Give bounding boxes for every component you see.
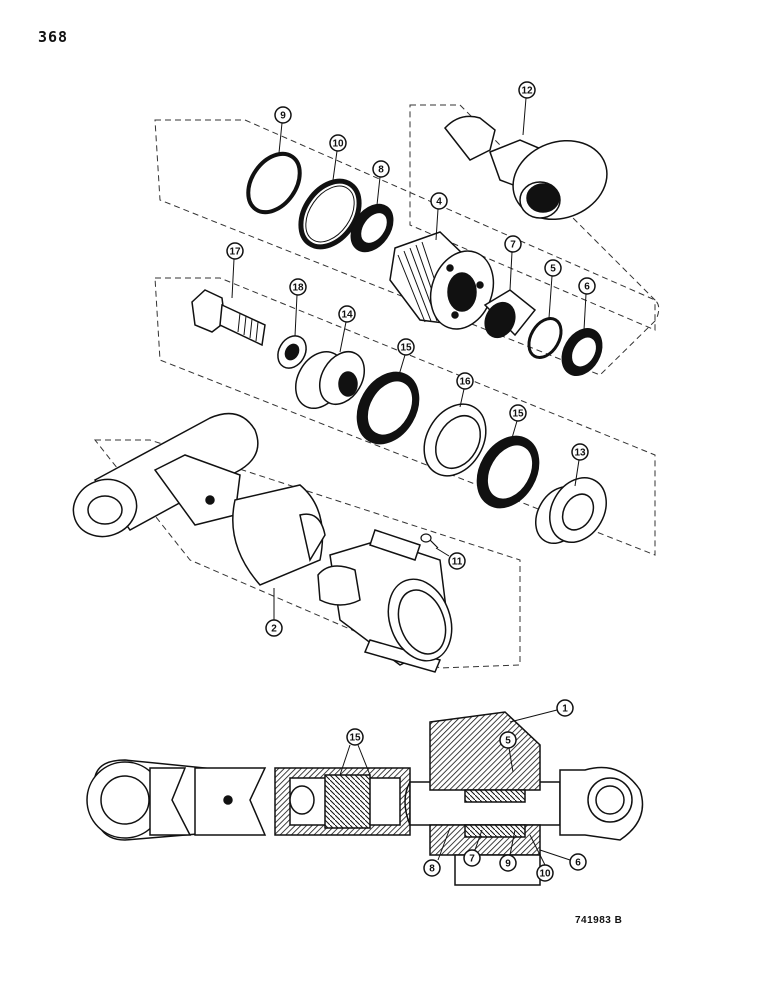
svg-text:5: 5 bbox=[505, 736, 511, 747]
svg-text:15: 15 bbox=[512, 409, 524, 420]
callout-17: 17 bbox=[226, 242, 244, 260]
callout-13: 13 bbox=[571, 443, 589, 461]
part-wear-ring-16 bbox=[423, 403, 487, 477]
callout-10b: 10 bbox=[536, 864, 554, 882]
assembled-cylinder-section bbox=[86, 711, 644, 886]
svg-text:12: 12 bbox=[521, 86, 533, 97]
part-piston-seal-15a bbox=[356, 371, 420, 445]
svg-text:11: 11 bbox=[452, 557, 463, 568]
page-number: 368 bbox=[38, 28, 69, 46]
svg-text:9: 9 bbox=[505, 859, 511, 870]
part-wiper-seal-8 bbox=[350, 203, 394, 253]
part-bushing-7 bbox=[483, 289, 537, 339]
callout-8a: 8 bbox=[372, 160, 390, 178]
svg-text:18: 18 bbox=[292, 283, 304, 294]
svg-text:2: 2 bbox=[271, 624, 277, 635]
callout-4: 4 bbox=[430, 192, 448, 210]
part-washer-18 bbox=[277, 335, 307, 369]
callout-9b: 9 bbox=[499, 854, 517, 872]
group-outline-barrel bbox=[93, 439, 521, 669]
part-seal-6 bbox=[561, 328, 603, 376]
callout-2: 2 bbox=[265, 619, 283, 637]
svg-text:8: 8 bbox=[429, 864, 435, 875]
svg-text:14: 14 bbox=[341, 310, 353, 321]
part-o-ring-9 bbox=[246, 151, 302, 215]
callout-8b: 8 bbox=[423, 859, 441, 877]
svg-text:10: 10 bbox=[539, 869, 551, 880]
svg-text:13: 13 bbox=[574, 448, 586, 459]
leader-lines bbox=[231, 97, 587, 866]
part-piston-seal-15b bbox=[476, 435, 540, 509]
part-rod-12 bbox=[444, 115, 608, 221]
callout-16: 16 bbox=[456, 372, 474, 390]
svg-text:8: 8 bbox=[378, 165, 384, 176]
part-screw-11 bbox=[420, 533, 439, 549]
callout-7a: 7 bbox=[504, 235, 522, 253]
part-bolt-17 bbox=[191, 289, 266, 347]
callout-7b: 7 bbox=[463, 849, 481, 867]
group-outline-piston bbox=[154, 277, 656, 556]
callout-10a: 10 bbox=[329, 134, 347, 152]
svg-text:6: 6 bbox=[575, 858, 581, 869]
svg-text:5: 5 bbox=[550, 264, 556, 275]
svg-text:6: 6 bbox=[584, 282, 590, 293]
group-outline-rod-eye bbox=[409, 104, 656, 331]
part-backup-ring-10 bbox=[298, 178, 362, 250]
part-barrel-2 bbox=[72, 412, 453, 673]
dashed-group-outlines bbox=[93, 104, 660, 669]
callout-9a: 9 bbox=[274, 106, 292, 124]
svg-text:15: 15 bbox=[349, 733, 361, 744]
drawing-reference-code: 741983 B bbox=[575, 915, 623, 926]
callout-18: 18 bbox=[289, 278, 307, 296]
svg-text:4: 4 bbox=[436, 197, 442, 208]
svg-text:7: 7 bbox=[510, 240, 516, 251]
part-stop-tube-13 bbox=[535, 477, 607, 544]
svg-text:15: 15 bbox=[400, 343, 412, 354]
part-ring-5 bbox=[527, 317, 563, 359]
callout-15b: 15 bbox=[509, 404, 527, 422]
svg-text:17: 17 bbox=[229, 247, 241, 258]
svg-text:9: 9 bbox=[280, 111, 286, 122]
callouts: 9 10 8 12 4 7 5 6 17 18 14 15 16 15 13 1… bbox=[226, 81, 596, 882]
callout-12: 12 bbox=[518, 81, 536, 99]
callout-6b: 6 bbox=[569, 853, 587, 871]
svg-text:16: 16 bbox=[459, 377, 471, 388]
callout-5a: 5 bbox=[544, 259, 562, 277]
callout-6a: 6 bbox=[578, 277, 596, 295]
callout-1: 1 bbox=[556, 699, 574, 717]
callout-14: 14 bbox=[338, 305, 356, 323]
svg-text:10: 10 bbox=[332, 139, 344, 150]
callout-15a: 15 bbox=[397, 338, 415, 356]
part-gland-4 bbox=[389, 231, 495, 330]
part-piston-14 bbox=[295, 351, 366, 409]
callout-15c: 15 bbox=[346, 728, 364, 746]
svg-text:7: 7 bbox=[469, 854, 475, 865]
callout-5b: 5 bbox=[499, 731, 517, 749]
callout-11: 11 bbox=[448, 552, 466, 570]
svg-text:1: 1 bbox=[562, 704, 568, 715]
